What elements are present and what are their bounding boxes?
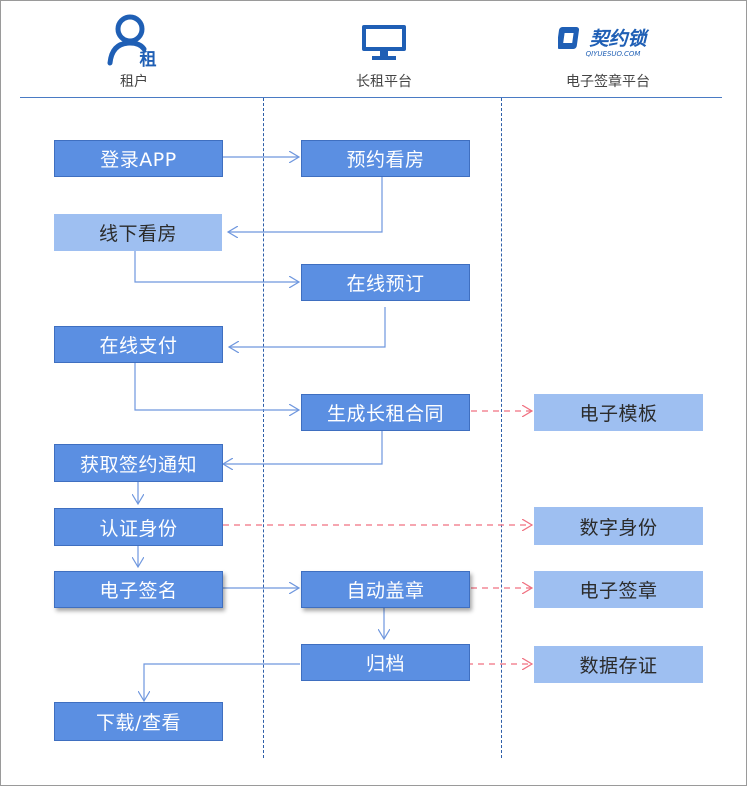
step-verify-identity: 认证身份 <box>54 508 223 546</box>
lane-header-platform: 长租平台 <box>274 11 494 91</box>
lane-label-platform: 长租平台 <box>356 74 412 90</box>
step-online-booking: 在线预订 <box>301 264 470 301</box>
user-icon: 租 <box>107 14 157 69</box>
step-e-template: 电子模板 <box>534 394 703 431</box>
step-e-signature: 电子签名 <box>54 571 223 608</box>
lane-label-tenant: 租户 <box>120 74 148 90</box>
step-generate-contract: 生成长租合同 <box>301 394 470 431</box>
arrow-reserve-to-viewing <box>228 177 383 232</box>
monitor-icon <box>362 25 406 60</box>
step-digital-identity: 数字身份 <box>534 507 703 545</box>
arrow-viewing-to-booking <box>134 251 299 282</box>
step-online-payment: 在线支付 <box>54 326 223 363</box>
lane-header-tenant: 租 租户 <box>24 11 244 91</box>
step-reserve-viewing: 预约看房 <box>301 140 470 177</box>
step-login-app: 登录APP <box>54 140 223 177</box>
arrow-archive-to-download <box>144 663 300 701</box>
step-e-seal: 电子签章 <box>534 571 703 608</box>
logo-text: 契约锁 <box>588 28 649 50</box>
lane-label-esign: 电子签章平台 <box>566 74 650 90</box>
arrow-booking-to-payment <box>229 307 386 347</box>
header-divider <box>20 97 722 98</box>
step-download-view: 下载/查看 <box>54 702 223 741</box>
user-icon-char: 租 <box>140 49 157 69</box>
arrow-payment-to-contract <box>134 363 299 410</box>
lane-header-esign: 契约锁 QIYUESUO.COM 电子签章平台 <box>498 11 718 91</box>
step-offline-viewing: 线下看房 <box>54 214 222 251</box>
logo-subtext: QIYUESUO.COM <box>586 50 641 58</box>
step-data-evidence: 数据存证 <box>534 646 703 683</box>
qiyuesuo-logo: 契约锁 QIYUESUO.COM <box>558 27 649 58</box>
step-auto-seal: 自动盖章 <box>301 571 470 608</box>
step-sign-notice: 获取签约通知 <box>54 444 223 482</box>
step-archive: 归档 <box>301 644 470 681</box>
lane-divider-1 <box>263 98 264 758</box>
arrow-contract-to-notice <box>223 431 383 464</box>
lane-divider-2 <box>501 98 502 758</box>
